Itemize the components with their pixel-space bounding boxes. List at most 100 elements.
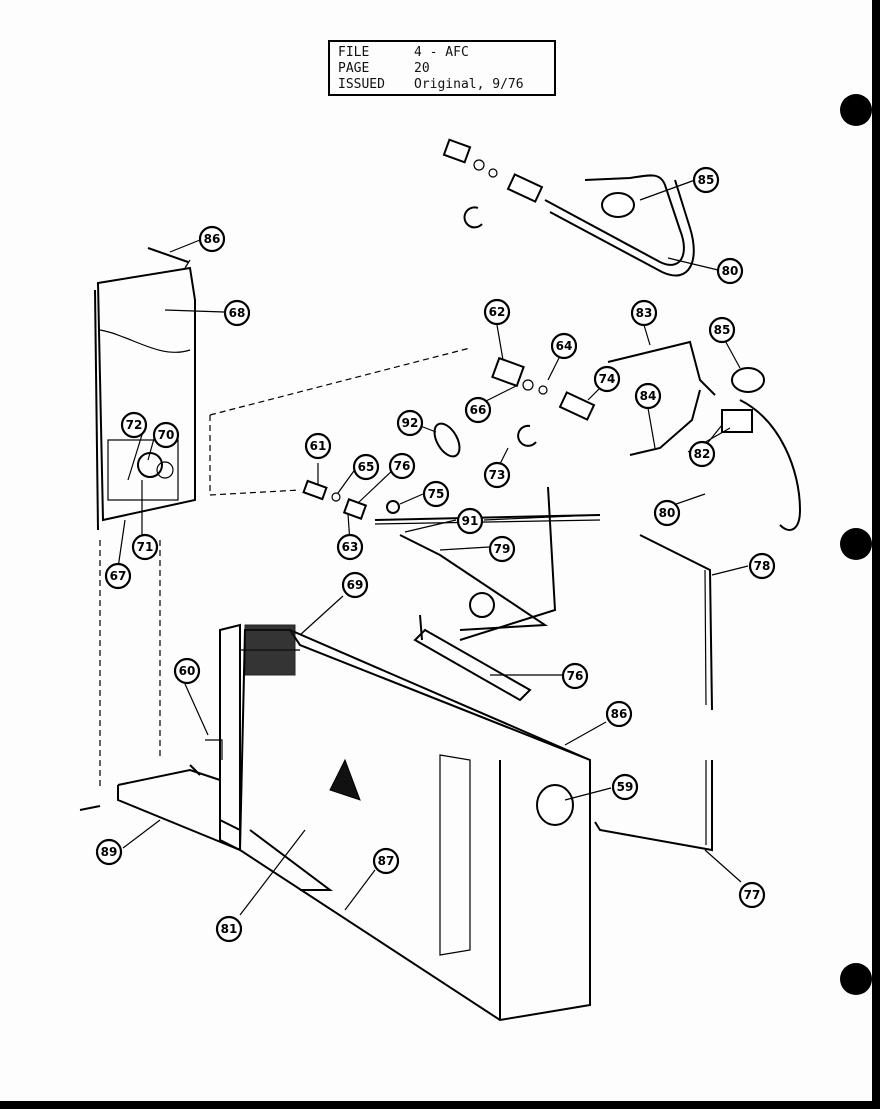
callout-label: 86 bbox=[204, 232, 221, 246]
callout-59: 59 bbox=[611, 773, 639, 801]
callout-label: 64 bbox=[556, 339, 573, 353]
callout-74: 74 bbox=[593, 365, 621, 393]
discharge-fitting-assembly bbox=[491, 356, 596, 447]
file-row: FILE 4 - AFC bbox=[338, 45, 546, 61]
callout-85b: 85 bbox=[708, 316, 736, 344]
callout-label: 85 bbox=[714, 323, 731, 337]
leader-lines bbox=[117, 179, 749, 916]
binder-hole-top bbox=[840, 94, 872, 126]
file-label: FILE bbox=[338, 45, 370, 60]
suction-fitting-assembly bbox=[442, 138, 544, 229]
callout-89: 89 bbox=[95, 838, 123, 866]
callout-label: 89 bbox=[101, 845, 118, 859]
callout-77: 77 bbox=[738, 881, 766, 909]
callout-92: 92 bbox=[396, 409, 424, 437]
callout-label: 82 bbox=[694, 447, 711, 461]
suction-tube bbox=[544, 174, 695, 277]
callout-label: 63 bbox=[342, 540, 359, 554]
binder-hole-middle bbox=[840, 528, 872, 560]
callout-label: 71 bbox=[137, 540, 154, 554]
callout-label: 74 bbox=[599, 372, 616, 386]
callout-73: 73 bbox=[483, 461, 511, 489]
callout-label: 68 bbox=[229, 306, 246, 320]
page-row: PAGE 20 bbox=[338, 61, 546, 77]
callout-label: 76 bbox=[394, 459, 411, 473]
callout-91: 91 bbox=[456, 507, 484, 535]
callout-76a: 76 bbox=[388, 452, 416, 480]
issued-value: Original, 9/76 bbox=[414, 77, 524, 92]
callout-label: 75 bbox=[428, 487, 445, 501]
cabinet-outline-side bbox=[209, 415, 301, 496]
callout-72: 72 bbox=[120, 411, 148, 439]
callout-label: 67 bbox=[110, 569, 127, 583]
discharge-tube bbox=[607, 340, 802, 531]
callout-label: 72 bbox=[126, 418, 143, 432]
callout-63: 63 bbox=[336, 533, 364, 561]
callout-83: 83 bbox=[630, 299, 658, 327]
callout-66: 66 bbox=[464, 396, 492, 424]
callout-80a: 80 bbox=[716, 257, 744, 285]
callout-label: 86 bbox=[611, 707, 628, 721]
callout-82a: 82 bbox=[688, 440, 716, 468]
scan-border-bottom bbox=[0, 1101, 880, 1109]
callout-label: 84 bbox=[640, 389, 657, 403]
callout-label: 80 bbox=[659, 506, 676, 520]
callout-label: 61 bbox=[310, 439, 327, 453]
callout-65: 65 bbox=[352, 453, 380, 481]
callout-64: 64 bbox=[550, 332, 578, 360]
callout-79: 79 bbox=[488, 535, 516, 563]
callout-71: 71 bbox=[131, 533, 159, 561]
callout-67: 67 bbox=[104, 562, 132, 590]
callout-label: 70 bbox=[158, 428, 175, 442]
callout-label: 73 bbox=[489, 468, 506, 482]
callout-label: 79 bbox=[494, 542, 511, 556]
capillary-assembly bbox=[374, 486, 713, 852]
callout-85a: 85 bbox=[692, 166, 720, 194]
callout-label: 78 bbox=[754, 559, 771, 573]
callout-76b: 76 bbox=[561, 662, 589, 690]
callout-69: 69 bbox=[341, 571, 369, 599]
callout-60: 60 bbox=[173, 657, 201, 685]
base-pan bbox=[79, 739, 241, 851]
access-panel bbox=[94, 247, 196, 531]
callout-label: 65 bbox=[358, 460, 375, 474]
callout-70: 70 bbox=[152, 421, 180, 449]
page-value: 20 bbox=[414, 61, 430, 76]
callout-84: 84 bbox=[634, 382, 662, 410]
callout-label: 83 bbox=[636, 306, 653, 320]
callout-label: 91 bbox=[462, 514, 479, 528]
binder-hole-bottom bbox=[840, 963, 872, 995]
issued-label: ISSUED bbox=[338, 77, 385, 92]
coil-housing bbox=[219, 623, 591, 1022]
callout-label: 85 bbox=[698, 173, 715, 187]
callout-61: 61 bbox=[304, 432, 332, 460]
callout-80b: 80 bbox=[653, 499, 681, 527]
callout-62: 62 bbox=[483, 298, 511, 326]
callout-label: 87 bbox=[378, 854, 395, 868]
liquid-line-fittings bbox=[302, 422, 461, 520]
callout-81: 81 bbox=[215, 915, 243, 943]
callout-label: 59 bbox=[617, 780, 634, 794]
mounting-bracket bbox=[413, 614, 532, 702]
callout-label: 77 bbox=[744, 888, 761, 902]
scan-border-right bbox=[872, 0, 880, 1109]
callout-86a: 86 bbox=[198, 225, 226, 253]
file-value: 4 - AFC bbox=[414, 45, 469, 60]
callout-label: 76 bbox=[567, 669, 584, 683]
cabinet-outline-top bbox=[209, 347, 471, 416]
file-info-box: FILE 4 - AFC PAGE 20 ISSUED Original, 9/… bbox=[328, 40, 556, 96]
page-label: PAGE bbox=[338, 61, 370, 76]
callout-86b: 86 bbox=[605, 700, 633, 728]
callout-label: 80 bbox=[722, 264, 739, 278]
callout-87: 87 bbox=[372, 847, 400, 875]
callout-68: 68 bbox=[223, 299, 251, 327]
callout-label: 62 bbox=[489, 305, 506, 319]
issued-row: ISSUED Original, 9/76 bbox=[338, 77, 546, 93]
callout-label: 92 bbox=[402, 416, 419, 430]
callout-78: 78 bbox=[748, 552, 776, 580]
callout-label: 66 bbox=[470, 403, 487, 417]
callout-75: 75 bbox=[422, 480, 450, 508]
callout-label: 60 bbox=[179, 664, 196, 678]
